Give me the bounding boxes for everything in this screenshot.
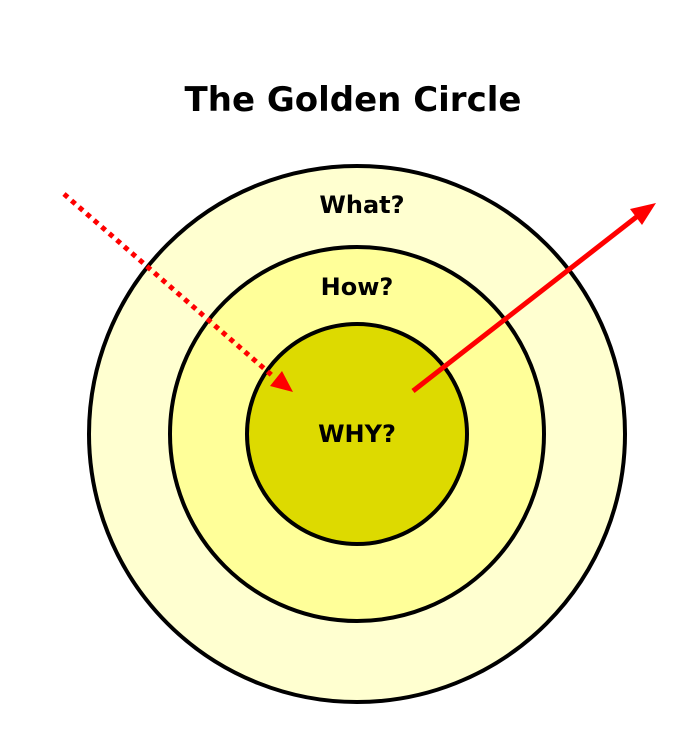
what-label: What? [319, 191, 404, 219]
diagram-title: The Golden Circle [185, 80, 522, 120]
why-label: WHY? [318, 420, 396, 448]
outgoing-arrowhead [630, 203, 656, 225]
incoming-dotted-arrow-line [62, 192, 277, 380]
outgoing-solid-arrow-line [411, 213, 641, 393]
how-label: How? [321, 273, 394, 301]
inner-circle-why [245, 322, 469, 546]
incoming-arrowhead [270, 371, 293, 392]
